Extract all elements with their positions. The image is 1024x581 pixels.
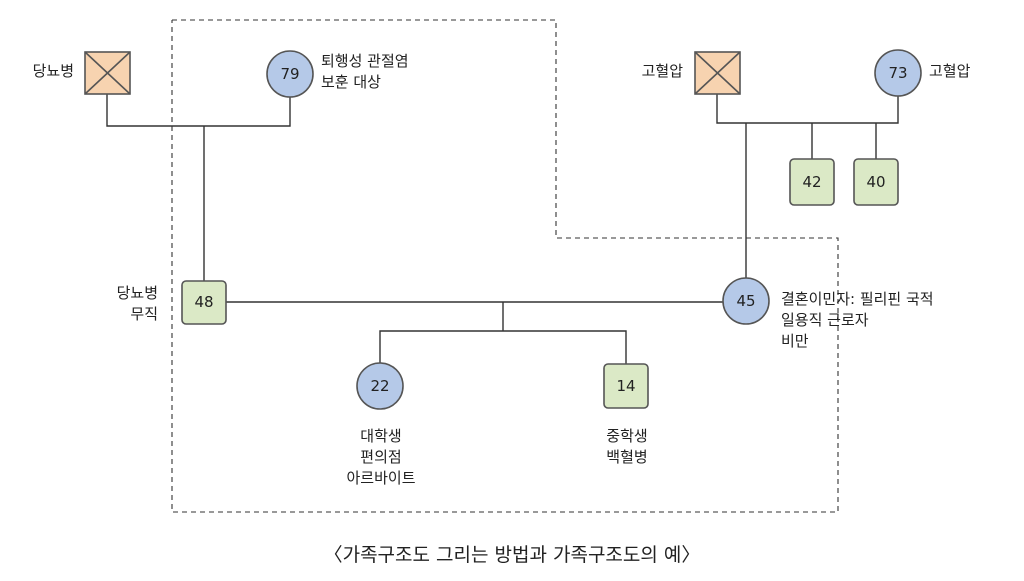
daughter-note-line-1: 대학생 [360,427,402,445]
daughter-note-line-2: 편의점 [360,448,402,466]
father-note: 당뇨병 무직 [117,283,158,325]
paternal-grandmother-age: 79 [280,65,299,83]
maternal-marriage-line [716,94,899,124]
father-note-line-2: 무직 [130,305,158,323]
daughter-age: 22 [370,377,389,395]
maternal-grandmother-symbol: 73 [874,49,922,97]
paternal-grandfather-symbol [84,51,131,95]
paternal-grandmother-note-line-2: 보훈 대상 [321,73,381,91]
daughter-note: 대학생 편의점 아르바이트 [346,426,415,489]
father-age: 48 [194,293,213,311]
mother-note: 결혼이민자: 필리핀 국적 일용직 근로자 비만 [781,289,934,352]
daughter-symbol: 22 [356,362,404,410]
maternal-grandfather-symbol [694,51,741,95]
son-note: 중학생 백혈병 [606,426,647,468]
maternal-grandmother-age: 73 [888,64,907,82]
daughter-note-line-3: 아르바이트 [346,469,416,487]
son-note-line-1: 중학생 [606,427,648,445]
paternal-grandmother-symbol: 79 [266,50,314,98]
household-boundary [171,19,839,513]
father-symbol: 48 [181,280,227,325]
paternal-grandmother-note: 퇴행성 관절염 보훈 대상 [321,51,409,93]
maternal-grandfather-note: 고혈압 [642,61,683,82]
son-note-line-2: 백혈병 [606,448,648,466]
uncle2-age: 40 [866,173,885,191]
uncle1-symbol: 42 [789,158,835,206]
maternal-grandmother-note-line: 고혈압 [929,62,971,80]
paternal-grandfather-note-line: 당뇨병 [32,62,74,80]
children-sibling-line [379,330,627,364]
mother-age: 45 [736,292,755,310]
figure-caption: 〈가족구조도 그리는 방법과 가족구조도의 예〉 [323,544,701,566]
paternal-grandmother-note-line-1: 퇴행성 관절염 [321,52,409,70]
paternal-grandfather-note: 당뇨병 [33,61,74,82]
maternal-grandfather-note-line: 고혈압 [641,62,683,80]
son-symbol: 14 [603,363,649,409]
maternal-grandmother-note: 고혈압 [929,61,970,82]
uncle1-age: 42 [802,173,821,191]
father-note-line-1: 당뇨병 [116,284,158,302]
mother-note-line-3: 비만 [781,332,809,350]
paternal-marriage-line [106,94,291,127]
uncle2-symbol: 40 [853,158,899,206]
mother-symbol: 45 [722,277,770,325]
mother-note-line-1: 결혼이민자: 필리핀 국적 [781,290,934,308]
mother-note-line-2: 일용직 근로자 [781,311,869,329]
son-age: 14 [616,377,635,395]
